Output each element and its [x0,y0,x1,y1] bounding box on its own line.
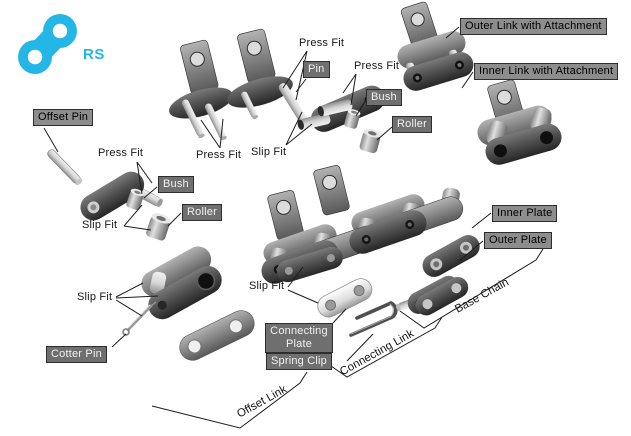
group-brackets [151,248,544,429]
connecting-plate-part [317,278,373,318]
offset-link-bracket [151,371,308,429]
logo-hole-lower [27,49,43,65]
leader-outer-link [445,26,460,39]
inner-link-attachment-part [477,79,562,165]
inner-plate-part [422,235,480,277]
inner-link-with-attachment-label: Inner Link with Attachment [474,63,619,80]
bush-left-label: Bush [158,176,194,193]
connecting-link-bracket [330,316,443,378]
leader-outer-plate [458,240,484,262]
leader-press-fit-left [136,161,153,195]
offset-plate-part [179,310,255,361]
tab-hole [189,51,205,67]
leader-slip-fit-mid [285,111,313,146]
tab-hole [410,12,425,27]
press-fit-right-label: Press Fit [354,60,400,72]
leader-cotter-pin [111,333,127,348]
leader-spring-clip [346,333,374,362]
offset-pin-part [47,149,83,186]
outer-plate-part [415,276,469,316]
connecting-plate-label: Connecting Plate [265,323,333,353]
bush-left-part [126,188,145,210]
rs-logo [18,14,77,74]
leader-lines [43,26,492,362]
pin-label: Pin [303,61,330,78]
outer-link-attachment-part [397,1,474,91]
attachment-plate-a-part [169,39,233,141]
spring-clip-label: Spring Clip [266,353,333,370]
leader-connecting-plate [332,308,347,324]
press-fit-top-label: Press Fit [299,37,345,49]
offset-link-assembly-part [141,246,222,320]
outer-plate-label: Outer Plate [484,232,552,249]
tab-hole [276,199,292,215]
roller-left-part [146,213,171,241]
slip-fit-bottom-left-label: Slip Fit [77,291,113,303]
leader-slip-fit-center [287,266,319,304]
bush-mid-label: Bush [366,89,402,106]
cotter-pin-label: Cotter Pin [46,346,107,363]
roller-mid-part [359,128,382,154]
leader-roller-left [167,212,182,227]
leader-press-fit-a [200,118,224,149]
leader-bush-left [143,186,158,199]
leader-press-fit-top [282,50,308,101]
slip-fit-center-label: Slip Fit [249,280,285,292]
leader-inner-plate [471,212,492,229]
logo-hole-upper [52,23,68,39]
slip-fit-mid-label: Slip Fit [251,146,287,158]
spring-clip-part [349,301,398,337]
leader-roller-mid [376,126,393,141]
leader-slip-fit-left [123,204,152,231]
cotter-pin-part [122,301,157,336]
leader-bush-mid [355,99,367,117]
roller-mid-label: Roller [392,116,432,133]
brand-name: RS [83,46,105,63]
press-fit-left-label: Press Fit [98,147,144,159]
leader-offset-pin [43,127,59,153]
tab-hole [246,40,262,56]
leader-pin [295,78,307,93]
inner-plate-label: Inner Plate [492,205,558,222]
outer-link-with-attachment-label: Outer Link with Attachment [460,18,607,35]
leader-slip-fit-bottom-left [115,282,159,317]
offset-pin-label: Offset Pin [33,109,94,126]
leader-inner-link [461,71,474,89]
offset-half-link-part [80,171,163,221]
base-chain-bracket [399,248,544,329]
leader-press-fit-right [342,73,357,106]
tab-hole [496,89,512,105]
slip-fit-left-label: Slip Fit [82,219,118,231]
chain-pin-link-part [276,246,343,283]
press-fit-a-label: Press Fit [196,149,242,161]
tab-hole [322,174,338,190]
attachment-plate-b-part [227,28,310,126]
roller-left-label: Roller [182,204,222,221]
